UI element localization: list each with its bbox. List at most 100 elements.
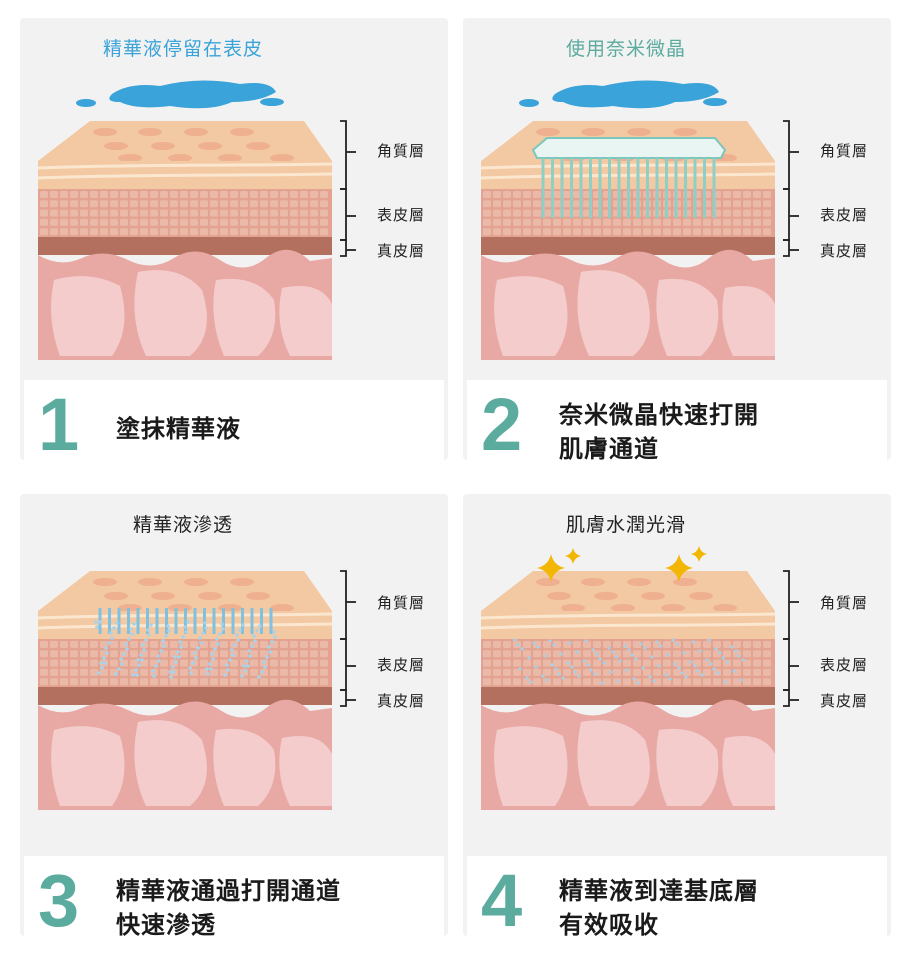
epidermis-cell xyxy=(523,200,531,208)
epidermis-cell xyxy=(310,191,318,198)
epidermis-cell xyxy=(573,200,581,208)
layer-label-dermis: 真皮層 xyxy=(820,242,869,260)
epidermis-cell xyxy=(633,668,641,676)
epidermis-cell xyxy=(493,659,501,667)
epidermis-cell xyxy=(573,650,581,658)
epidermis-cell xyxy=(763,218,771,226)
epidermis-cell xyxy=(593,641,601,648)
serum-particle xyxy=(203,621,207,625)
epidermis-cell xyxy=(733,218,741,226)
epidermis-cell xyxy=(553,191,561,198)
epidermis-cell xyxy=(260,200,268,208)
epidermis-cell xyxy=(290,191,298,198)
epidermis-cell xyxy=(563,650,571,658)
epidermis-cell xyxy=(683,659,691,667)
epidermis-cell xyxy=(50,228,58,236)
epidermis-cell xyxy=(160,228,168,236)
absorbed-particle xyxy=(677,666,681,670)
absorbed-particle xyxy=(712,667,716,671)
epidermis-cell xyxy=(723,209,731,217)
epidermis-cell xyxy=(80,668,88,676)
step-number: 3 xyxy=(38,859,80,942)
serum-particle xyxy=(124,642,128,646)
epidermis-cell xyxy=(593,218,601,226)
serum-particle xyxy=(211,657,215,661)
epidermis-cell xyxy=(623,659,631,667)
epidermis-cell xyxy=(120,668,128,676)
absorbed-particle xyxy=(723,680,727,684)
epidermis-cell xyxy=(573,218,581,226)
step-line-2: 肌膚通道 xyxy=(559,435,659,463)
epidermis-cell xyxy=(220,650,228,658)
serum-drop xyxy=(260,98,284,106)
cell-dot xyxy=(270,154,294,162)
serum-particle xyxy=(206,672,210,676)
serum-particle xyxy=(198,636,202,640)
layer-bracket xyxy=(340,188,347,241)
serum-particle xyxy=(263,665,267,669)
epidermis-cell xyxy=(613,218,621,226)
epidermis-cell xyxy=(150,191,158,198)
cell-dot xyxy=(581,128,605,136)
absorbed-particle xyxy=(657,664,661,668)
epidermis-cell xyxy=(763,200,771,208)
epidermis-cell xyxy=(170,200,178,208)
epidermis-cell xyxy=(483,659,491,667)
epidermis-cell xyxy=(753,668,761,676)
epidermis-cell xyxy=(210,209,218,217)
epidermis-cell xyxy=(80,641,88,648)
epidermis-cell xyxy=(703,678,711,686)
cell-dot xyxy=(673,578,697,586)
absorbed-particle xyxy=(561,676,565,680)
epidermis-cell xyxy=(643,678,651,686)
epidermis-cell xyxy=(503,668,511,676)
serum-particle xyxy=(223,673,227,677)
serum-particle xyxy=(188,666,192,670)
layer-label-epidermis: 表皮層 xyxy=(377,206,426,224)
epidermis-cell xyxy=(90,209,98,217)
serum-particle xyxy=(137,663,141,667)
epidermis-cell xyxy=(150,641,158,648)
skin-block xyxy=(480,570,799,810)
epidermis-cell xyxy=(653,668,661,676)
epidermis-cell xyxy=(310,228,318,236)
serum-particle xyxy=(246,664,250,668)
epidermis-cell xyxy=(753,659,761,667)
epidermis-cell xyxy=(230,668,238,676)
epidermis-cell xyxy=(120,228,128,236)
epidermis-cell xyxy=(150,228,158,236)
epidermis-cell xyxy=(110,218,118,226)
serum-particle xyxy=(136,658,140,662)
epidermis-cell xyxy=(300,659,308,667)
epidermis-cell xyxy=(563,209,571,217)
epidermis-cell xyxy=(603,678,611,686)
absorbed-particle xyxy=(566,661,570,665)
epidermis-cell xyxy=(563,218,571,226)
epidermis-cell xyxy=(250,650,258,658)
serum-particle xyxy=(168,670,172,674)
absorbed-particle xyxy=(516,643,520,647)
absorbed-particle xyxy=(668,677,672,681)
cell-dot xyxy=(594,592,618,600)
epidermis-cell xyxy=(310,218,318,226)
cell-dot xyxy=(673,128,697,136)
epidermis-cell xyxy=(743,659,751,667)
epidermis-cell xyxy=(220,191,228,198)
epidermis-cell xyxy=(733,209,741,217)
serum-particle xyxy=(236,638,240,642)
epidermis-cell xyxy=(653,650,661,658)
serum-particle xyxy=(142,648,146,652)
sparkle-icon xyxy=(665,554,693,582)
epidermis-cell xyxy=(673,678,681,686)
epidermis-cell xyxy=(190,191,198,198)
absorbed-particle xyxy=(716,671,720,675)
absorbed-particle xyxy=(648,675,652,679)
epidermis-cell xyxy=(90,200,98,208)
epidermis-cell xyxy=(180,218,188,226)
epidermis-cell xyxy=(140,678,148,686)
step-card: 2 奈米微晶快速打開 肌膚通道 xyxy=(467,380,887,480)
epidermis-cell xyxy=(60,191,68,198)
epidermis-cell xyxy=(320,209,328,217)
epidermis-cell xyxy=(513,228,521,236)
